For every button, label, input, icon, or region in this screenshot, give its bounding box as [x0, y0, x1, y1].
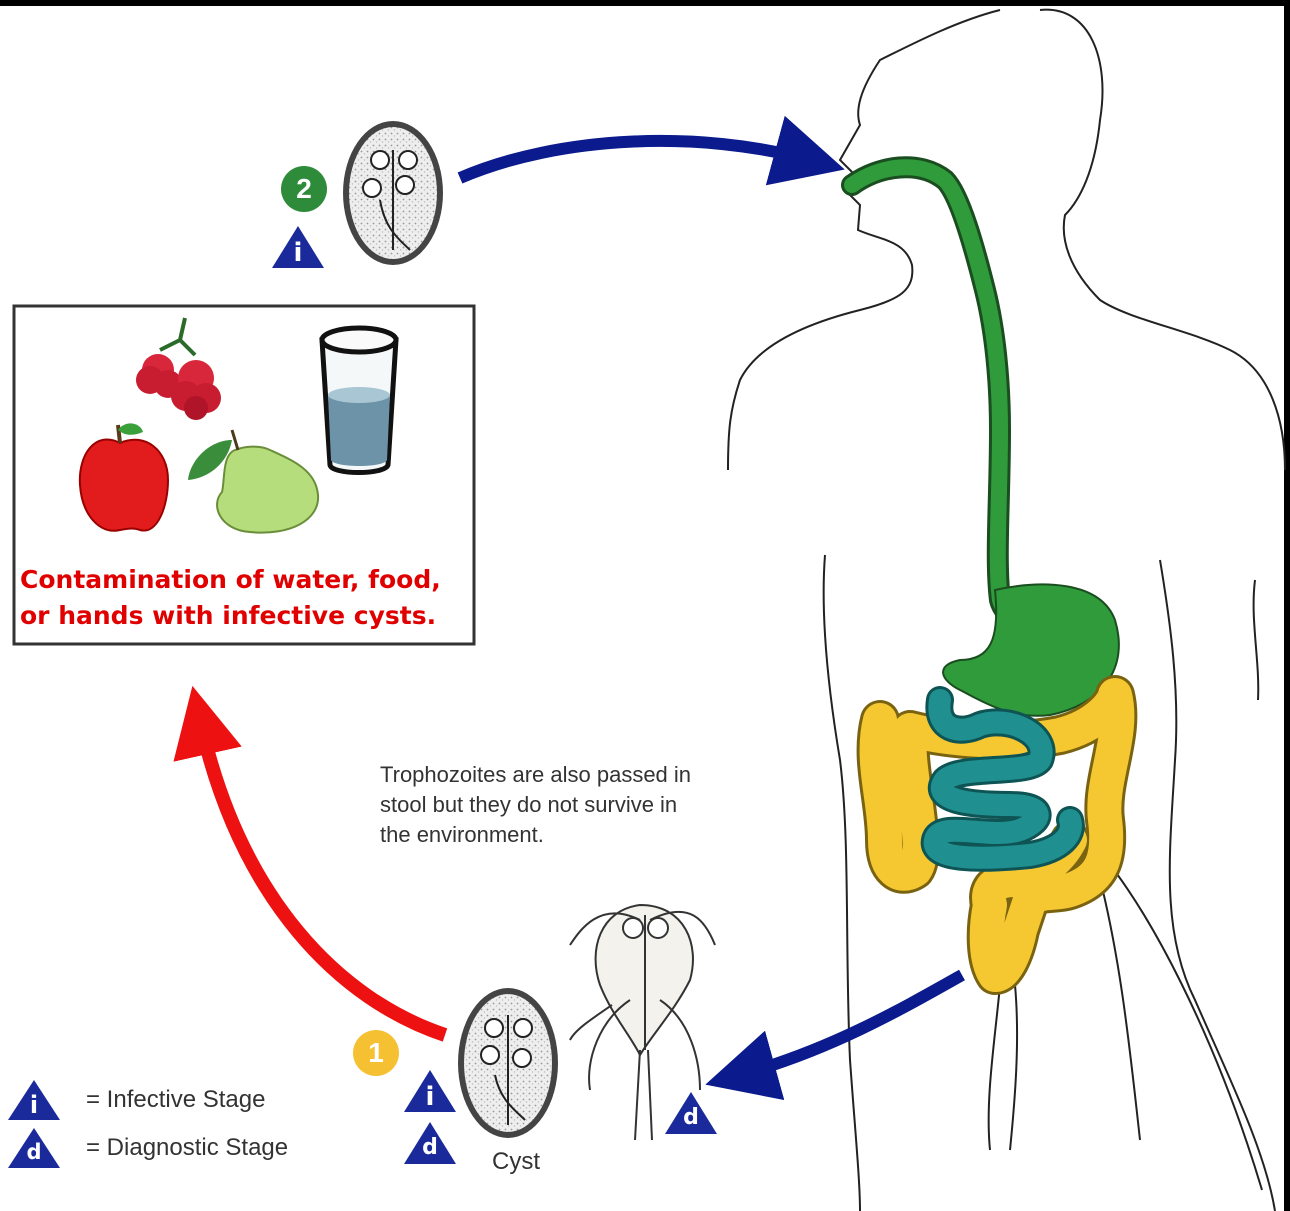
trophozoite-note: Trophozoites are also passed in stool bu… [380, 760, 700, 850]
contamination-caption-line-2: or hands with infective cysts. [20, 598, 480, 634]
esophagus-stomach [852, 167, 1119, 716]
contamination-caption-line-1: Contamination of water, food, [20, 562, 480, 598]
triangle-letter: d [8, 1140, 60, 1164]
water-glass-icon [322, 328, 396, 473]
triangle-letter: i [8, 1091, 60, 1119]
triangle-letter: i [404, 1082, 456, 1112]
contamination-caption: Contamination of water, food, or hands w… [20, 562, 480, 634]
infective-stage-triangle-top: i [272, 226, 324, 268]
diagnostic-stage-triangle-cyst: d [404, 1122, 456, 1164]
triangle-letter: d [404, 1135, 456, 1160]
step-2-badge: 2 [281, 166, 327, 212]
triangle-letter: d [665, 1105, 717, 1130]
diagnostic-stage-triangle-trophozoite: d [665, 1092, 717, 1134]
cyst-label: Cyst [492, 1148, 540, 1176]
infective-stage-triangle-cyst: i [404, 1070, 456, 1112]
cyst-icon-bottom [458, 988, 558, 1138]
triangle-letter: i [272, 238, 324, 268]
legend-diagnostic-label: = Diagnostic Stage [86, 1134, 288, 1162]
step-1-badge: 1 [353, 1030, 399, 1076]
cyst-icon-top [343, 121, 443, 265]
legend-diagnostic-triangle: d [8, 1128, 60, 1168]
legend-infective-label: = Infective Stage [86, 1086, 265, 1114]
ingestion-arrow [460, 141, 810, 178]
legend-infective-triangle: i [8, 1080, 60, 1120]
